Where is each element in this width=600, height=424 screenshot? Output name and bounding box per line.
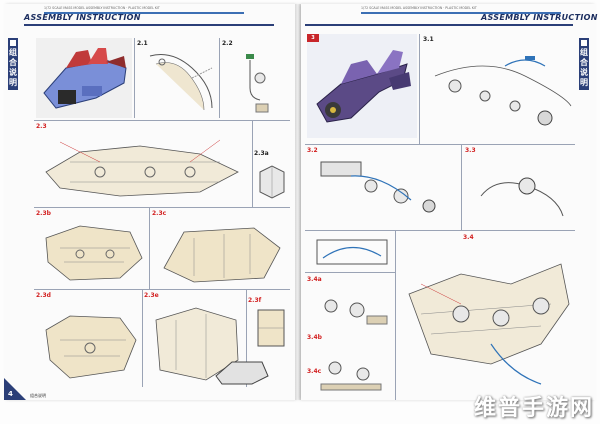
right-header-small: 1/72 SCALE MASS MODEL ASSEMBLY INSTRUCTI… [361,6,477,10]
part-diagram [434,56,572,126]
step-label: 2.3b [36,210,51,217]
part-diagram [316,239,388,265]
step-label: 3.4a [307,276,322,283]
left-banner: ASSEMBLY INSTRUCTION [24,13,141,22]
step-label: 2.2 [222,40,233,47]
part-diagram [246,54,269,113]
left-divider [246,289,247,387]
right-banner: ASSEMBLY INSTRUCTION [481,13,598,22]
right-divider [305,144,575,145]
part-diagram [45,315,137,379]
left-divider [142,289,143,387]
right-header-rule [361,12,561,14]
site-watermark: 维普手游网 [473,396,594,421]
right-divider [395,230,396,400]
step-label: 3.4b [307,334,322,341]
left-corner-triangle [4,378,26,400]
step-label: 3.1 [423,36,434,43]
left-header-small: 1/72 SCALE MASS MODEL ASSEMBLY INSTRUCTI… [44,6,160,10]
left-side-tab: 组 合 说 明 [8,38,18,90]
book-gutter [295,4,301,400]
footer-label: 组合说明 [30,393,46,398]
left-divider [34,120,290,121]
page-number: 4 [8,390,13,398]
part-diagram [408,263,570,385]
right-divider [419,34,420,144]
left-page: 1/72 SCALE MASS MODEL ASSEMBLY INSTRUCTI… [4,4,295,400]
part-diagram [480,177,564,217]
part-diagram [149,54,213,111]
right-divider [305,272,395,273]
step-label: 2.3d [36,292,51,299]
right-page: 1/72 SCALE MASS MODEL ASSEMBLY INSTRUCTI… [301,4,598,400]
left-divider [252,120,253,207]
part-diagram [163,227,281,283]
right-banner-underline [305,24,573,26]
left-header-rule [44,12,244,14]
left-divider [34,289,290,290]
step-label: 2.3e [144,292,159,299]
left-divider [34,207,290,208]
step-label: 3.4 [463,234,474,241]
left-divider [149,207,150,289]
step-label: 2.3a [254,150,269,157]
left-hero-render [36,38,132,118]
part-diagram [320,361,382,391]
step-label: 2.3 [36,123,47,130]
step-label: 2.1 [137,40,148,47]
part-diagram [259,165,285,199]
step-label: 2.3c [152,210,167,217]
step-label: 2.3f [248,297,262,304]
part-diagram [257,309,285,347]
right-hero-step: 3 [307,34,319,42]
part-diagram [155,307,239,381]
step-label: 3.3 [465,147,476,154]
right-side-tab: 组 合 说 明 [579,38,589,90]
part-diagram [215,361,269,385]
part-diagram [45,225,143,281]
right-divider [305,230,575,231]
right-hero-render [307,34,417,138]
part-diagram [320,161,436,213]
right-divider [461,144,462,230]
left-divider [134,38,135,118]
left-divider [219,38,220,118]
left-banner-underline [24,24,274,26]
step-label: 3.4c [307,368,322,375]
part-diagram [324,299,388,325]
part-diagram [45,139,239,197]
step-label: 3.2 [307,147,318,154]
